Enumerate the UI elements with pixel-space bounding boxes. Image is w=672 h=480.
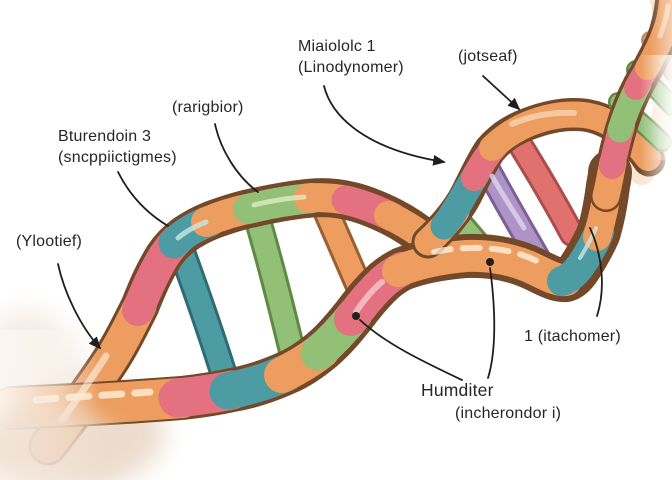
label-itachomer: 1 (itachomer)	[524, 328, 621, 345]
leader-tarigbior	[214, 123, 259, 193]
leader-bturendoin	[117, 171, 169, 227]
label-jotseaf: (jotseaf)	[458, 48, 518, 65]
leader-humditer-b	[487, 267, 496, 379]
label-molecule: Miaiololc 1 (Linodynomer)	[298, 36, 404, 78]
label-molecule-line2: (Linodynomer)	[298, 59, 404, 76]
label-humditer-line2: (incherondor i)	[455, 405, 562, 422]
leader-ylootief	[57, 263, 102, 350]
label-bturendoin: Bturendoin 3 (sncppiictigmes)	[58, 126, 177, 168]
leader-dot-orange	[486, 258, 494, 266]
leader-humditer-a	[359, 319, 463, 381]
leader-dot-pink	[352, 312, 360, 320]
leader-molecule	[323, 85, 446, 166]
label-humditer-line1: Humditer	[421, 380, 494, 400]
label-bturendoin-line1: Bturendoin 3	[58, 128, 152, 145]
label-ylootief: (Ylootief)	[16, 233, 83, 250]
leader-jotseaf	[482, 75, 521, 111]
leader-itachomer	[589, 227, 603, 317]
label-bturendoin-line2: (sncppiictigmes)	[58, 149, 177, 166]
label-tarigbior: (rarigbior)	[172, 99, 244, 116]
label-molecule-line1: Miaiololc 1	[298, 38, 376, 55]
leader-lines	[57, 75, 603, 381]
